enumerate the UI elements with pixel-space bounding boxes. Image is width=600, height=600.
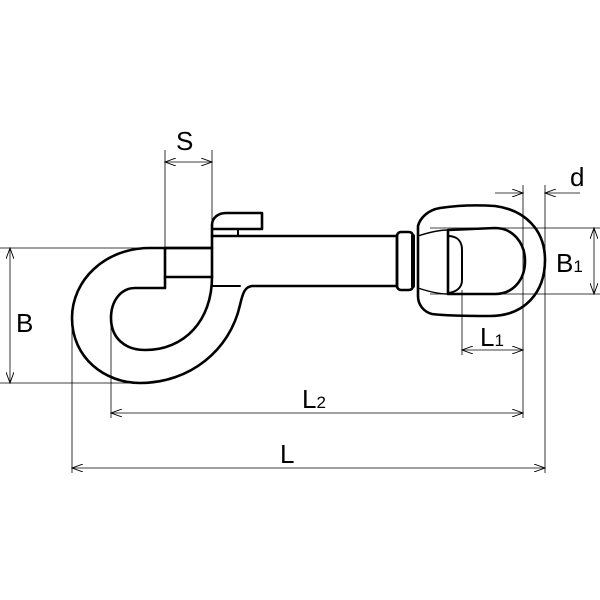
label-L2: L2 bbox=[302, 384, 326, 414]
label-L: L bbox=[280, 439, 294, 469]
eye-opening bbox=[446, 226, 527, 296]
eye-inner-shading bbox=[447, 235, 463, 294]
spring-gate bbox=[163, 246, 214, 279]
hook-inner bbox=[109, 275, 214, 352]
label-B1: B1 bbox=[556, 248, 583, 278]
hook-body bbox=[70, 234, 399, 385]
swivel-collar bbox=[395, 230, 415, 292]
extension-lines bbox=[0, 150, 600, 473]
label-d: d bbox=[570, 162, 584, 192]
label-L1: L1 bbox=[480, 322, 504, 352]
dimension-arrows bbox=[10, 162, 594, 468]
label-S: S bbox=[176, 126, 193, 156]
eye-neck-lines bbox=[417, 229, 449, 295]
label-B: B bbox=[16, 308, 33, 338]
